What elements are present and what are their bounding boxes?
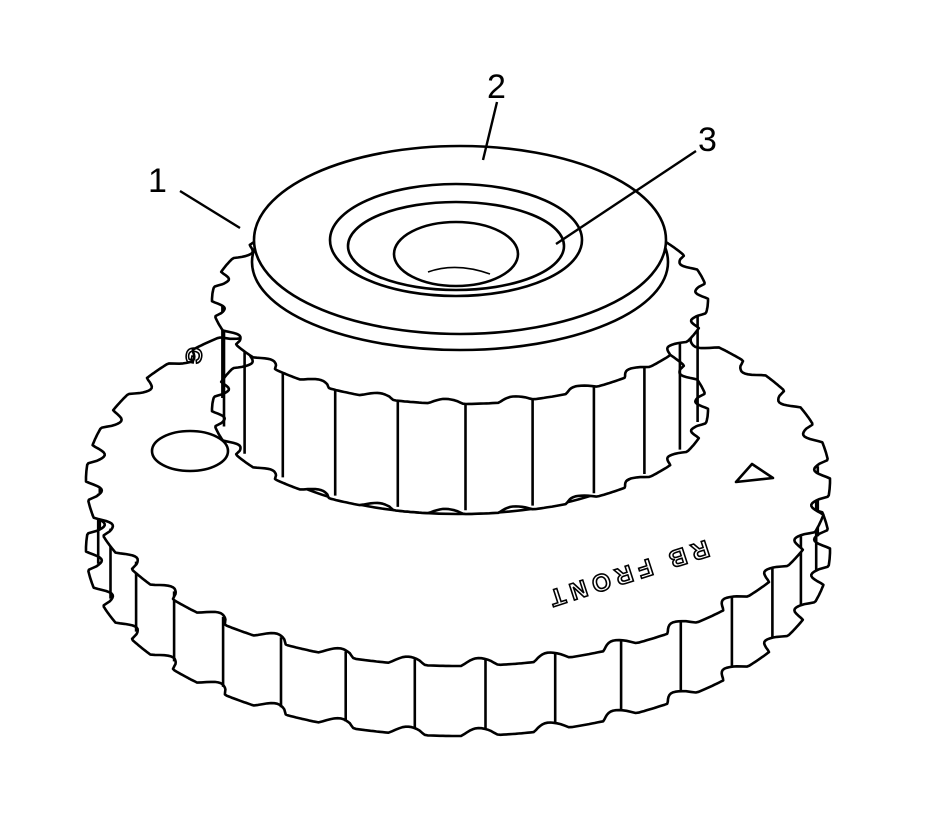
center-bore [392,220,520,288]
bore-inner-detail [427,266,491,275]
leader-line-2 [481,101,499,161]
callout-number-2: 2 [487,68,506,106]
gear-face-hole [150,429,230,473]
etched-partial-mark: G [180,345,208,366]
leader-line-1 [179,189,241,230]
hub-top-face [250,144,670,352]
callout-number-1: 1 [148,162,167,200]
leader-line-3 [555,150,697,245]
timing-mark-triangle [734,462,775,484]
callout-number-3: 3 [698,121,717,159]
